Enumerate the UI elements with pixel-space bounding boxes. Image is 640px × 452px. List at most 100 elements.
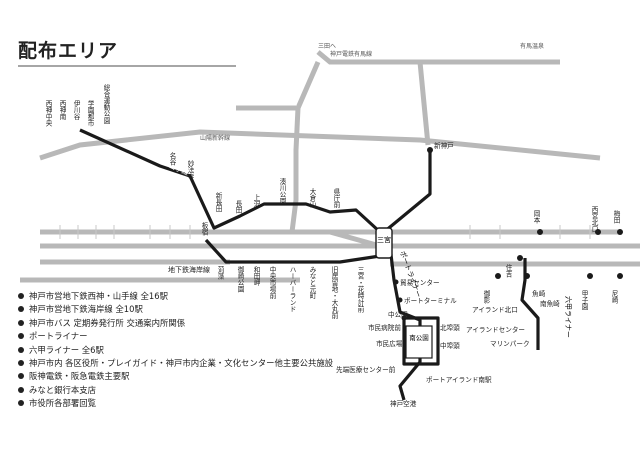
station-naka-koen: 中公園	[388, 310, 408, 319]
label-kobe-dentetsu: 神戸電鉄有馬線	[330, 50, 372, 58]
sumiyoshi-dot	[517, 255, 523, 261]
station-kyu-kyoryuchi: 旧居留地・大丸前	[330, 266, 338, 320]
legend-item: 神戸市内 各区役所・プレイガイド・神戸市内企業・文化センター他主要公共施設	[18, 357, 333, 370]
station-labels: 西神中央 西神南 伊川谷 学園都市 総合運動公園 名谷 妙法寺 板宿 新長田 長…	[44, 83, 620, 408]
legend-text: 神戸市営地下鉄西神・山手線 全16駅	[29, 291, 168, 301]
station-iryo-center: 先端医療センター前	[336, 365, 396, 374]
minami-koen-box	[405, 325, 433, 359]
naka-koen-dot	[401, 315, 407, 321]
station-island-center: アイランドセンター	[466, 325, 525, 334]
station-hokufuto: 北埠頭	[440, 323, 460, 332]
koshien-dot	[587, 273, 593, 279]
station-myodani: 名谷	[168, 151, 176, 167]
station-kenchomae: 県庁前	[332, 188, 340, 209]
station-port-island-minami: ポートアイランド南駅	[426, 375, 492, 384]
station-shimin-hiroba: 市民広場	[376, 339, 403, 348]
station-gakuen-toshi: 学園都市	[86, 99, 94, 128]
bullet-icon	[18, 333, 24, 340]
station-kobe-airport: 神戸空港	[390, 399, 417, 408]
legend-item: 神戸市営地下鉄西神・山手線 全16駅	[18, 290, 333, 303]
mikage-dot	[495, 273, 501, 279]
bullet-icon	[18, 373, 24, 380]
station-seishin-chuo: 西神中央	[44, 100, 52, 128]
rokko-liner-label: 六甲ライナー	[564, 296, 573, 338]
bullet-icon	[18, 319, 24, 326]
station-minatogawa-koen: 湊川公園	[278, 177, 286, 206]
bullet-icon	[18, 360, 24, 367]
legend-item: 神戸市営地下鉄海岸線 全10駅	[18, 303, 333, 316]
station-karumo: 苅藻	[216, 265, 224, 281]
legend-text: 神戸市営地下鉄海岸線 全10駅	[29, 304, 143, 315]
station-ticks	[59, 225, 591, 239]
top-labels: 三田へ 有馬温泉 神戸電鉄有馬線	[318, 42, 544, 58]
sannomiya-hub	[375, 227, 393, 259]
bullet-icon	[18, 306, 24, 313]
legend-text: 神戸市バス 定期券発行所 交通案内所関係	[29, 317, 186, 328]
key-stations	[393, 147, 623, 321]
station-umeda: 梅田	[612, 209, 620, 225]
station-okamoto: 岡本	[532, 210, 540, 225]
station-kamisawa: 上沢	[252, 193, 260, 209]
station-nagata: 長田	[234, 200, 242, 215]
legend-item: 神戸市バス 定期券発行所 交通案内所関係	[18, 317, 333, 330]
label-sanda: 三田へ	[318, 43, 336, 50]
bullet-icon	[18, 386, 24, 393]
kaigan-line-label: 地下鉄海岸線	[168, 265, 210, 274]
station-wadamisaki: 和田岬	[252, 265, 260, 287]
bullet-icon	[18, 400, 24, 407]
station-itayado: 板宿	[200, 221, 208, 237]
hokushin-sannomiya	[382, 152, 432, 234]
station-nishinomiya: 西宮北口	[590, 206, 598, 233]
station-sumiyoshi: 住吉	[504, 263, 512, 279]
boeki-dot	[393, 279, 399, 285]
okamoto-dot	[537, 229, 543, 235]
seishin-yamate-line	[79, 128, 382, 234]
station-boeki-center: 貿易センター	[400, 278, 440, 287]
uozaki-dot	[524, 273, 530, 279]
station-harborland: ハーバーランド	[288, 266, 296, 312]
legend-text: みなと銀行本支店	[29, 384, 96, 395]
port-liner-label: ポートライナー	[398, 250, 422, 299]
station-shin-kobe: 新神戸	[434, 141, 454, 150]
legend-item: 阪神電鉄・阪急電鉄主要駅	[18, 370, 333, 383]
kosoku-link	[329, 229, 381, 249]
shinkansen-label: 山陽新幹線	[200, 134, 230, 142]
station-uozaki: 魚崎	[532, 289, 546, 298]
legend-text: 六甲ライナー 全6駅	[29, 344, 104, 355]
station-amagasaki: 尼崎	[610, 290, 618, 304]
kobe-dentetsu-south	[289, 61, 321, 233]
page-title: 配布エリア	[18, 40, 119, 62]
station-island-kita: アイランド北口	[472, 306, 518, 314]
station-koshien: 甲子園	[580, 290, 588, 311]
background-lines	[20, 50, 640, 283]
station-shimin-byoin: 市民病院前	[368, 323, 401, 332]
kobe-dentetsu-line	[316, 50, 560, 65]
station-sogo-undo-koen: 総合運動公園	[102, 83, 110, 125]
seishin-line-label: 地下鉄西神・山手線	[129, 144, 190, 178]
legend-text: 市役所各部署回覧	[29, 398, 96, 409]
legend-text: ポートライナー	[29, 331, 88, 342]
legend-item: みなと銀行本支店	[18, 384, 333, 397]
bullet-icon	[18, 346, 24, 353]
shinkansen-line	[39, 129, 601, 161]
station-minato-motomachi: みなと元町	[308, 266, 316, 299]
kaigan-line	[204, 238, 381, 264]
nishinomiya-dot	[595, 229, 601, 235]
umeda-dot	[617, 229, 623, 235]
station-okurayama: 大倉山	[308, 187, 316, 209]
legend-item: 六甲ライナー 全6駅	[18, 344, 333, 357]
station-chuo-ichiba: 中央市場前	[268, 265, 276, 300]
label-arima: 有馬温泉	[520, 42, 544, 50]
rokko-liner	[520, 258, 540, 350]
hokushin-line	[417, 61, 431, 146]
amagasaki-dot	[617, 273, 623, 279]
legend-text: 阪神電鉄・阪急電鉄主要駅	[29, 371, 130, 382]
sannomiya-label: 三宮	[377, 235, 391, 244]
legend: 神戸市営地下鉄西神・山手線 全16駅 神戸市営地下鉄海岸線 全10駅 神戸市バス…	[18, 290, 333, 411]
station-marine-park: マリンパーク	[490, 340, 530, 348]
station-misaki-koen: 御崎公園	[236, 265, 244, 294]
shin-kobe-dot	[427, 147, 433, 153]
bullet-icon	[18, 293, 24, 299]
